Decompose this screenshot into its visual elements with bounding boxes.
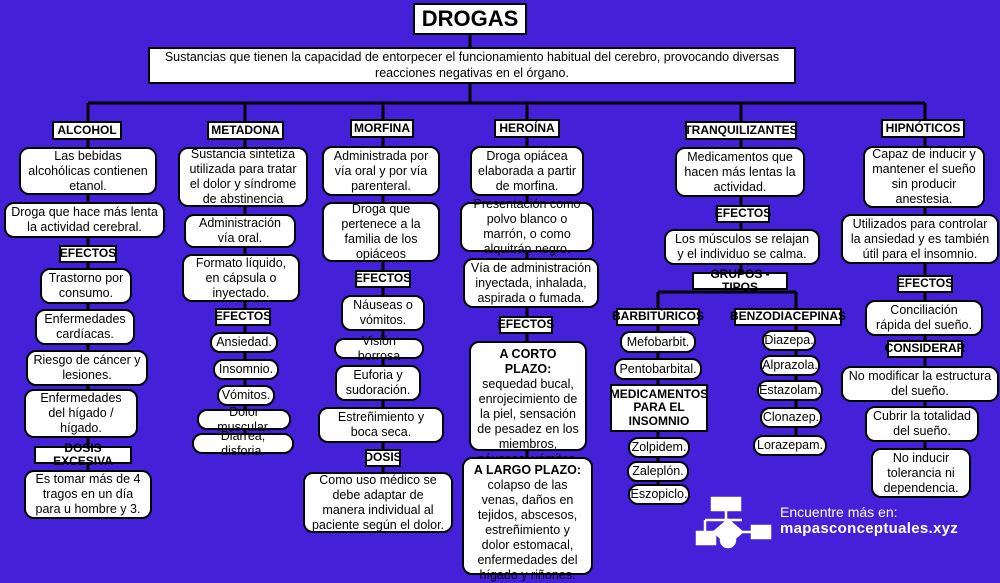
alcohol-desc-1: Las bebidas alcohólicas contienen etanol… xyxy=(19,147,157,195)
metadona-efecto-5: Diarrea, disforia. xyxy=(192,429,294,458)
considerar-item-3: No inducir tolerancia ni dependencia. xyxy=(871,448,971,498)
metadona-efecto-4: Dolor muscular. xyxy=(197,405,291,434)
metadona-header: METADONA xyxy=(207,121,284,140)
footer-link[interactable]: mapasconceptuales.xyz xyxy=(780,520,959,537)
metadona-desc-2: Administración vía oral. xyxy=(184,214,296,248)
considerar-item-2: Cubrir la totalidad del sueño. xyxy=(865,406,979,442)
morfina-desc-1: Administrada por vía oral y por vía pare… xyxy=(322,146,440,196)
metadona-efecto-2: Insomnio. xyxy=(213,359,279,380)
tranquilizantes-efecto: Los músculos se relajan y el individuo s… xyxy=(664,229,820,265)
metadona-efectos-label: EFECTOS xyxy=(215,308,271,326)
metadona-desc-1: Sustancia sintetiza utilizada para trata… xyxy=(178,147,308,207)
metadona-efecto-1: Ansiedad. xyxy=(210,332,278,353)
metadona-efecto-3: Vómitos. xyxy=(217,385,275,406)
alcohol-efectos-label: EFECTOS xyxy=(59,245,117,263)
benzo-item-5: Lorazepam. xyxy=(753,435,827,456)
morfina-header: MORFINA xyxy=(350,119,414,138)
heroina-corto-plazo: A CORTO PLAZO: sequedad bucal, enrojecim… xyxy=(469,341,587,466)
alcohol-header: ALCOHOL xyxy=(52,121,122,140)
barbiturico-item-2: Pentobarbital. xyxy=(614,358,702,380)
morfina-efecto-1: Náuseas o vómitos. xyxy=(341,295,425,331)
considerar-label: CONSIDERAR xyxy=(885,340,965,358)
benzo-item-1: Diazepa. xyxy=(762,330,816,351)
morfina-efecto-4: Estreñimiento y boca seca. xyxy=(318,407,444,443)
heroina-largo-text: colapso de las venas, daños en tejidos, … xyxy=(477,478,578,582)
footer-line-1: Encuentre más en: xyxy=(780,504,898,520)
footer: Encuentre más en: mapasconceptuales.xyz xyxy=(780,504,958,537)
medicamento-item-2: Zaleplón. xyxy=(627,461,689,482)
alcohol-dosis-text: Es tomar más de 4 tragos en un día para … xyxy=(24,470,152,519)
heroina-header: HEROÍNA xyxy=(494,119,560,138)
heroina-corto-text: sequedad bucal, enrojecimiento de la pie… xyxy=(477,377,579,466)
medicamento-item-3: Eszopiclo. xyxy=(628,484,690,505)
benzo-item-3: Estazolam. xyxy=(757,380,823,401)
drogas-definition: Sustancias que tienen la capacidad de en… xyxy=(148,47,796,84)
grupos-tipos-label: GRUPOS - TIPOS xyxy=(692,267,788,294)
medicamentos-insomnio-label: MEDICAMENTOS PARA EL INSOMNIO xyxy=(610,384,708,432)
heroina-desc-2: Presentación como polvo blanco o marrón,… xyxy=(460,197,594,256)
heroina-corto-label: A CORTO PLAZO: xyxy=(499,347,557,376)
hipnoticos-header: HIPNÓTICOS xyxy=(881,119,965,138)
tranquilizantes-efectos-label: EFECTOS xyxy=(715,205,771,223)
tranquilizantes-header: TRANQUILIZANTES xyxy=(684,121,798,140)
tranquilizantes-desc-1: Medicamentos que hacen más lentas la act… xyxy=(675,147,805,197)
considerar-item-1: No modificar la estructura del sueño. xyxy=(841,366,999,402)
morfina-dosis-text: Como uso médico se debe adaptar de maner… xyxy=(303,472,453,533)
benzodiacepinas-label: BENZODIACEPINAS xyxy=(730,308,846,326)
heroina-efectos-label: EFECTOS xyxy=(498,316,554,334)
morfina-efecto-3: Euforia y sudoración. xyxy=(335,365,421,401)
heroina-desc-3: Vía de administración inyectada, inhalad… xyxy=(463,258,599,308)
heroina-largo-plazo: A LARGO PLAZO: colapso de las venas, dañ… xyxy=(462,457,593,582)
barbituricos-label: BARBITÚRICOS xyxy=(612,308,704,326)
metadona-desc-3: Formato líquido, en cápsula o inyectado. xyxy=(182,254,300,302)
heroina-largo-label: A LARGO PLAZO: xyxy=(473,463,582,477)
morfina-dosis-label: DOSIS xyxy=(364,449,402,467)
hipnoticos-desc-2: Utilizados para controlar la ansiedad y … xyxy=(841,214,999,264)
benzo-item-4: Clonazep. xyxy=(760,407,822,428)
hipnoticos-efecto: Conciliación rápida del sueño. xyxy=(865,300,983,336)
morfina-efectos-label: EFECTOS xyxy=(355,270,411,288)
alcohol-efecto-3: Riesgo de cáncer y lesiones. xyxy=(26,350,148,386)
hipnoticos-desc-1: Capaz de inducir y mantener el sueño sin… xyxy=(863,146,985,208)
medicamento-item-1: Zolpidem. xyxy=(628,437,690,458)
mapas-logo-icon xyxy=(695,496,772,549)
alcohol-dosis-label: DOSIS EXCESIVA xyxy=(34,441,132,468)
benzo-item-2: Alprazola. xyxy=(760,355,820,376)
morfina-desc-2: Droga que pertenece a la familia de los … xyxy=(322,202,440,262)
morfina-efecto-2: Visión borrosa xyxy=(334,334,424,363)
page-title: DROGAS xyxy=(413,3,527,35)
alcohol-efecto-4: Enfermedades del hígado / hígado. xyxy=(24,389,138,438)
alcohol-efecto-1: Trastorno por consumo. xyxy=(40,268,132,304)
heroina-desc-1: Droga opiácea elaborada a partir de morf… xyxy=(470,146,584,196)
hipnoticos-efectos-label: EFECTOS xyxy=(897,275,953,293)
alcohol-desc-2: Droga que hace más lenta la actividad ce… xyxy=(4,202,165,238)
barbiturico-item-1: Mefobarbit. xyxy=(620,331,696,353)
alcohol-efecto-2: Enfermedades cardíacas. xyxy=(35,309,135,345)
